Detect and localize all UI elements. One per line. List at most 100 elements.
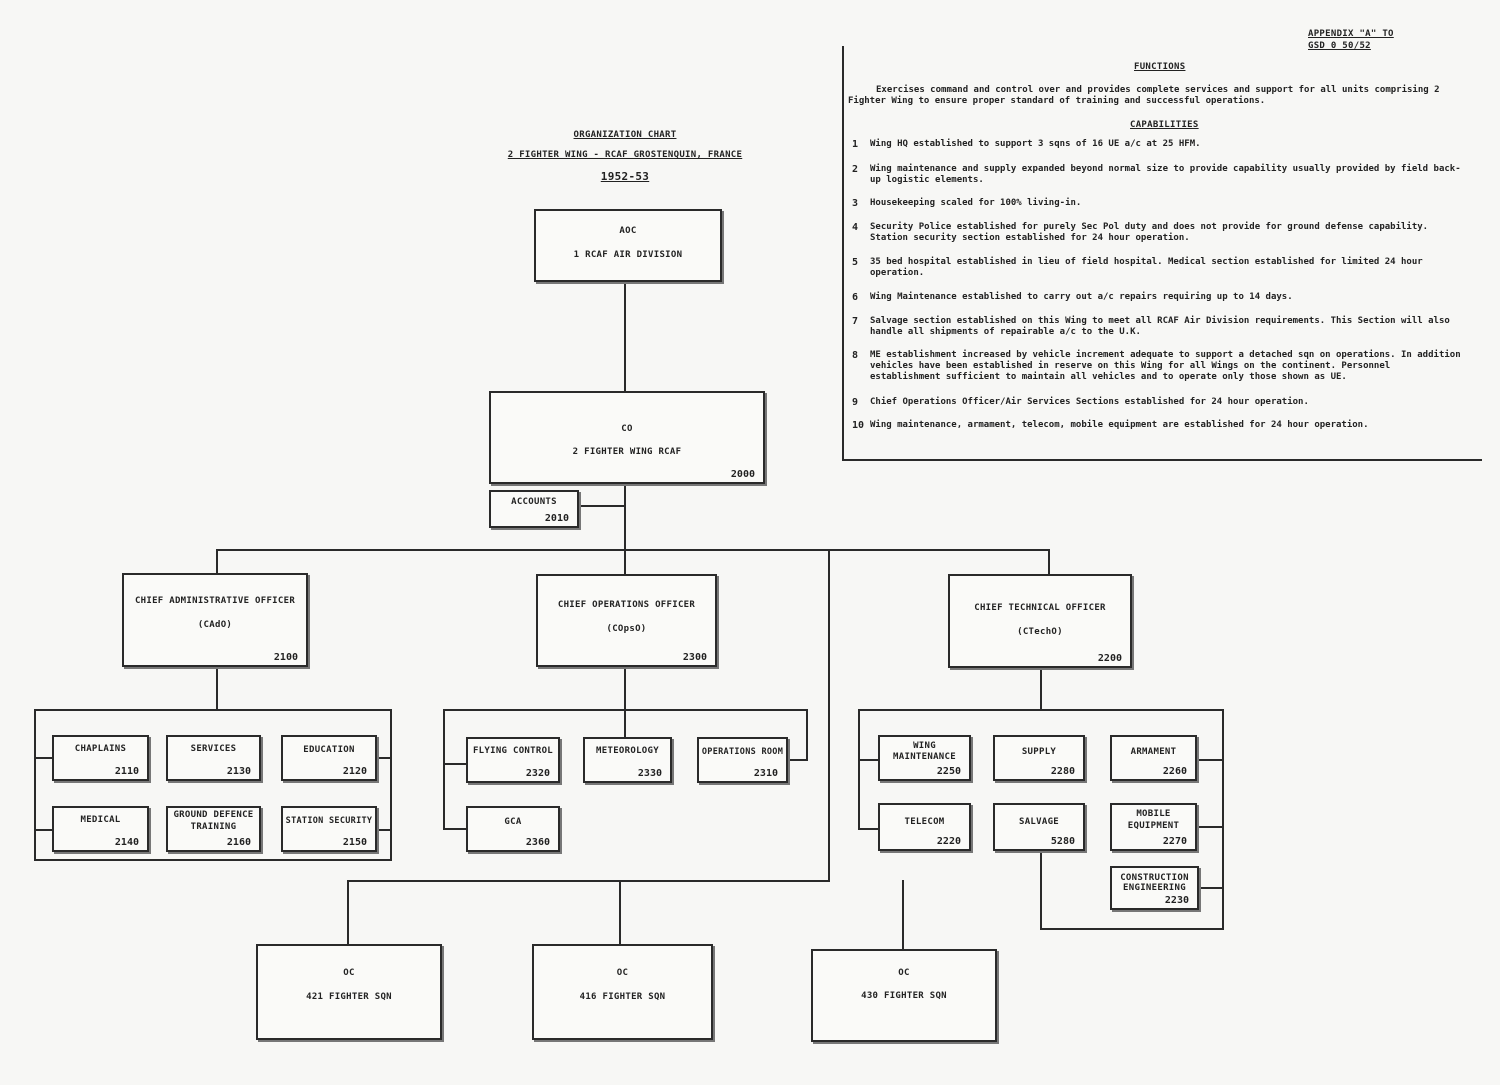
- node-number: 2250: [936, 766, 961, 777]
- node-number: 2330: [637, 768, 662, 779]
- node-title: TELECOM: [904, 817, 945, 827]
- node-chief-operations-officer: CHIEF OPERATIONS OFFICER (COpsO) 2300: [536, 574, 717, 667]
- node-title: CHIEF OPERATIONS OFFICER: [557, 600, 696, 610]
- node-subtitle: MAINTENANCE: [893, 752, 956, 762]
- node-number: 2130: [226, 766, 251, 777]
- connector: [216, 549, 218, 574]
- connector: [216, 549, 1050, 551]
- functions-text: Exercises command and control over and p…: [848, 85, 1440, 106]
- node-title: SUPPLY: [1021, 747, 1057, 757]
- node-title: SERVICES: [190, 744, 237, 754]
- node-number: 2100: [273, 652, 298, 663]
- node-title: GCA: [504, 817, 522, 827]
- node-number: 2000: [730, 469, 755, 480]
- capability-text: Housekeeping scaled for 100% living-in.: [870, 198, 1082, 208]
- connector: [443, 709, 445, 830]
- node-subtitle: (COpsO): [606, 624, 647, 634]
- node-chief-admin-officer: CHIEF ADMINISTRATIVE OFFICER (CAdO) 2100: [122, 573, 308, 667]
- node-number: 2010: [544, 513, 569, 524]
- capability-number: 4: [852, 222, 859, 233]
- node-subtitle: 421 FIGHTER SQN: [306, 992, 392, 1002]
- connector: [786, 759, 808, 761]
- capability-number: 1: [852, 139, 859, 150]
- capability-text: Salvage section established on this Wing…: [870, 316, 1450, 337]
- connector: [1048, 549, 1050, 575]
- node-ground-defence-training: GROUND DEFENCE TRAINING 2160: [166, 806, 261, 852]
- node-title: STATION SECURITY: [285, 816, 373, 826]
- connector: [34, 709, 392, 711]
- node-title: SALVAGE: [1018, 817, 1060, 827]
- capability-text: Wing maintenance and supply expanded bey…: [870, 164, 1461, 185]
- node-supply: SUPPLY 2280: [993, 735, 1085, 781]
- node-number: 2230: [1164, 895, 1189, 906]
- node-subtitle: 416 FIGHTER SQN: [579, 992, 666, 1002]
- node-subtitle: 2 FIGHTER WING RCAF: [572, 447, 682, 457]
- connector: [624, 666, 626, 711]
- connector: [624, 281, 626, 392]
- node-subtitle: 430 FIGHTER SQN: [861, 991, 947, 1001]
- node-telecom: TELECOM 2220: [878, 803, 971, 851]
- capability-item: 4 Security Police established for purely…: [852, 222, 1467, 248]
- connector: [390, 709, 392, 861]
- capability-number: 8: [852, 350, 859, 361]
- node-wing-maintenance: WING MAINTENANCE 2250: [878, 735, 971, 781]
- node-number: 2160: [226, 837, 251, 848]
- appendix-line-1: APPENDIX "A" TO: [1308, 29, 1394, 39]
- node-title: WING: [913, 741, 936, 751]
- connector: [216, 666, 218, 711]
- connector: [347, 880, 349, 945]
- capability-text: Wing Maintenance established to carry ou…: [870, 292, 1293, 302]
- capability-number: 2: [852, 164, 859, 175]
- node-subtitle: (CTechO): [1017, 627, 1063, 637]
- connector: [619, 880, 621, 945]
- node-services: SERVICES 2130: [166, 735, 261, 781]
- node-416-fighter-sqn: OC 416 FIGHTER SQN: [532, 944, 713, 1040]
- capability-text: ME establishment increased by vehicle in…: [870, 350, 1461, 382]
- node-title: OC: [616, 968, 629, 978]
- node-title: CHIEF ADMINISTRATIVE OFFICER: [134, 596, 296, 606]
- chart-title: ORGANIZATION CHART 2 FIGHTER WING - RCAF…: [490, 130, 760, 183]
- connector: [443, 828, 466, 830]
- capability-number: 9: [852, 397, 859, 408]
- node-subtitle: (CAdO): [197, 620, 233, 630]
- connector: [828, 549, 830, 882]
- node-430-fighter-sqn: OC 430 FIGHTER SQN: [811, 949, 997, 1042]
- node-subtitle: 1 RCAF AIR DIVISION: [573, 250, 683, 260]
- node-number: 5280: [1050, 836, 1075, 847]
- connector: [858, 759, 878, 761]
- node-gca: GCA 2360: [466, 806, 560, 852]
- capability-number: 5: [852, 257, 859, 268]
- connector: [1222, 709, 1224, 930]
- connector: [624, 709, 626, 738]
- node-aoc: AOC 1 RCAF AIR DIVISION: [534, 209, 722, 282]
- node-operations-room: OPERATIONS ROOM 2310: [697, 737, 788, 783]
- capability-item: 5 35 bed hospital established in lieu of…: [852, 257, 1467, 283]
- connector: [1196, 759, 1224, 761]
- connector: [443, 763, 466, 765]
- node-title: FLYING CONTROL: [472, 746, 554, 756]
- connector: [578, 505, 626, 507]
- node-title: MEDICAL: [80, 815, 121, 825]
- node-number: 2320: [525, 768, 550, 779]
- node-salvage: SALVAGE 5280: [993, 803, 1085, 851]
- title-line-1: ORGANIZATION CHART: [573, 130, 677, 140]
- node-chief-technical-officer: CHIEF TECHNICAL OFFICER (CTechO) 2200: [948, 574, 1132, 668]
- node-number: 2280: [1050, 766, 1075, 777]
- node-number: 2310: [753, 768, 778, 779]
- node-title: EDUCATION: [303, 745, 355, 755]
- title-line-2: 2 FIGHTER WING - RCAF GROSTENQUIN, FRANC…: [507, 150, 743, 160]
- capability-number: 7: [852, 316, 859, 327]
- node-education: EDUCATION 2120: [281, 735, 377, 781]
- connector: [858, 709, 1224, 711]
- connector: [34, 709, 36, 861]
- node-number: 2200: [1097, 653, 1122, 664]
- node-subtitle: ENGINEERING: [1123, 883, 1186, 893]
- functions-heading: FUNCTIONS: [1134, 62, 1186, 72]
- functions-panel-bottom-border: [842, 459, 1482, 461]
- connector: [376, 829, 392, 831]
- appendix-line-2: GSD 0 50/52: [1308, 41, 1371, 51]
- node-title: MOBILE: [1136, 809, 1171, 819]
- node-armament: ARMAMENT 2260: [1110, 735, 1197, 781]
- capability-text: Security Police established for purely S…: [870, 222, 1429, 243]
- capability-item: 7 Salvage section established on this Wi…: [852, 316, 1467, 342]
